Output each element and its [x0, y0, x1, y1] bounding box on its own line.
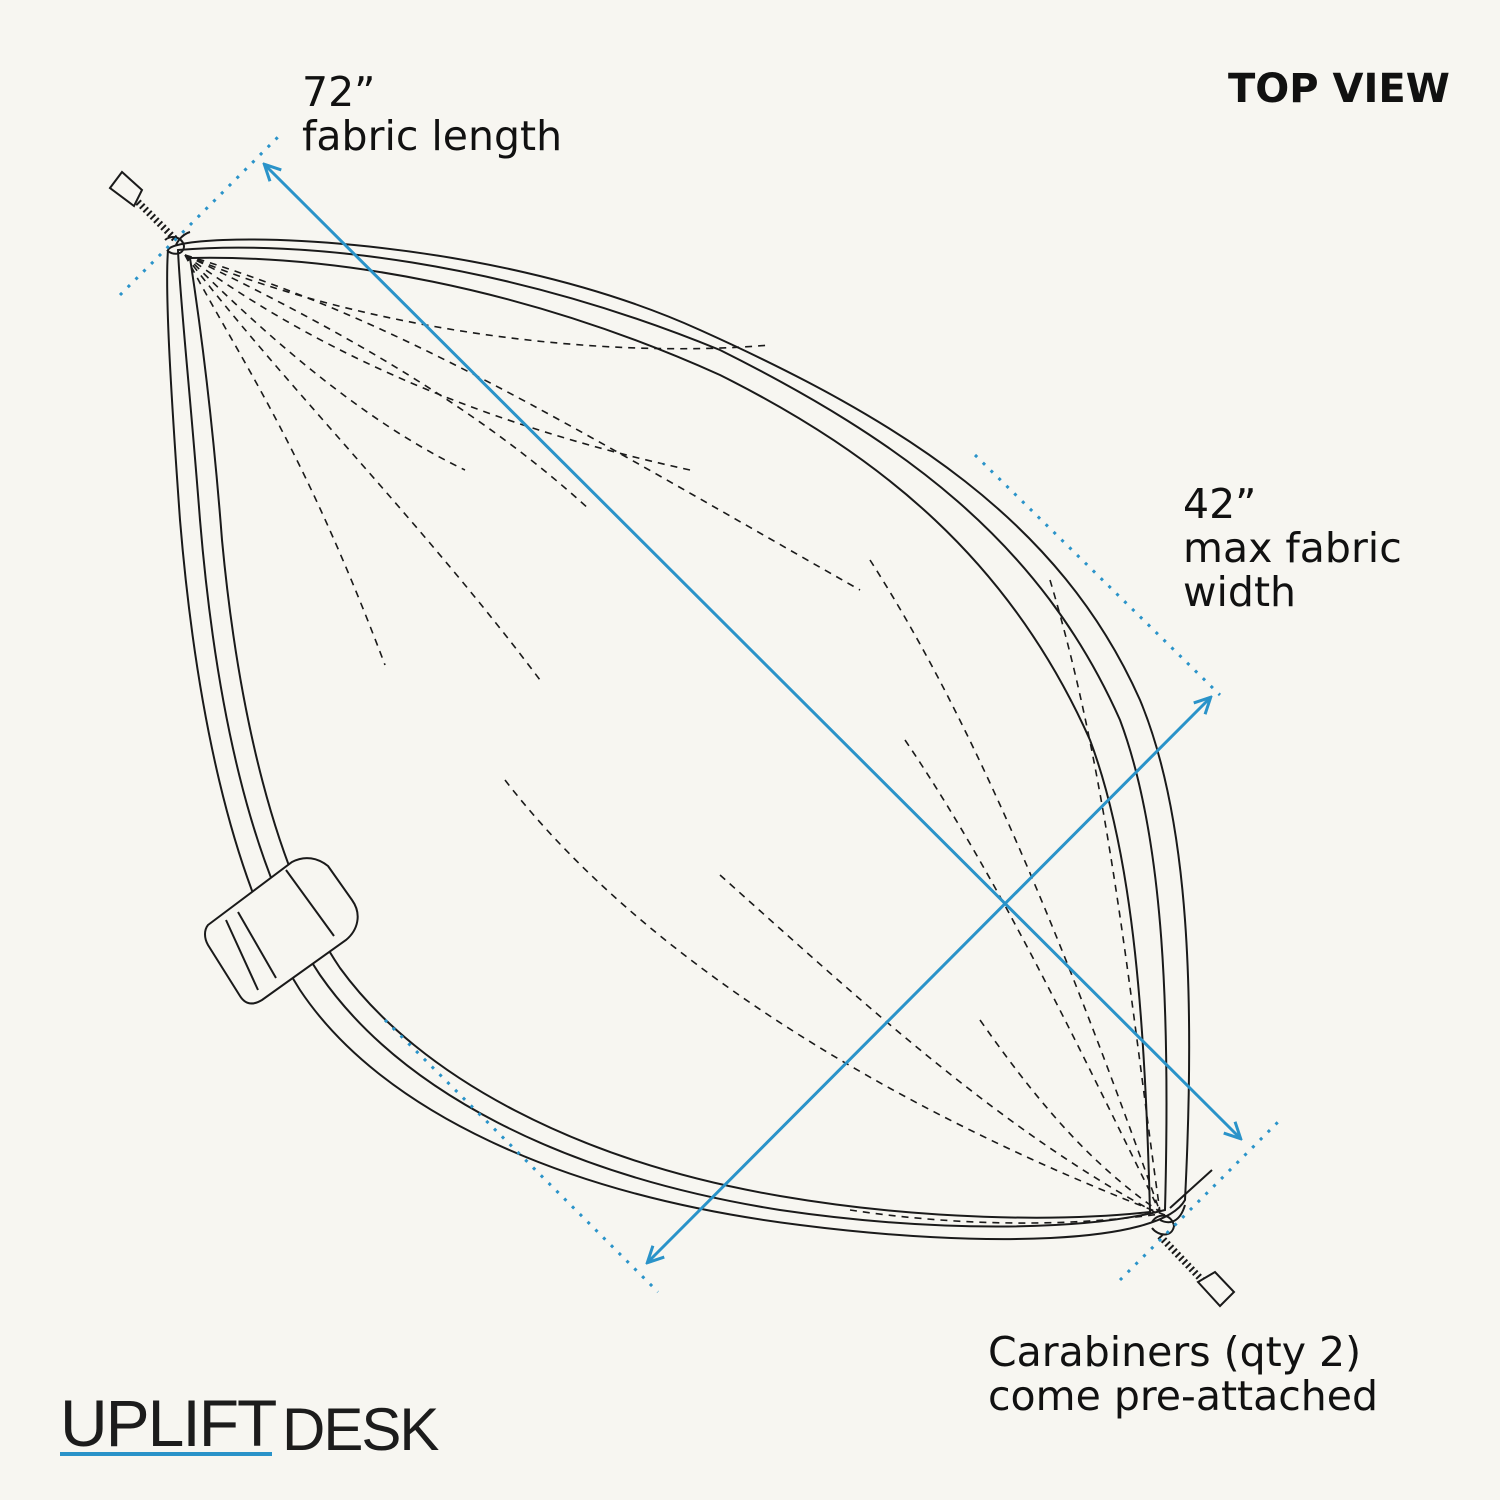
view-title: TOP VIEW: [1228, 66, 1450, 112]
carabiner-note: Carabiners (qty 2) come pre-attached: [988, 1330, 1378, 1418]
length-dimension-label: 72” fabric length: [302, 70, 562, 158]
width-value: 42”: [1183, 480, 1257, 528]
width-arrow: [648, 698, 1210, 1262]
hammock-fabric: [166, 231, 1191, 1241]
length-arrow: [265, 165, 1240, 1138]
width-caption-line2: width: [1183, 568, 1297, 616]
width-dimension-label: 42” max fabric width: [1183, 482, 1402, 614]
width-caption-line1: max fabric: [1183, 524, 1402, 572]
carabiner-note-line1: Carabiners (qty 2): [988, 1328, 1362, 1376]
stuff-sack-tag: [204, 857, 359, 1005]
logo-underline: [60, 1452, 272, 1456]
carabiner-note-line2: come pre-attached: [988, 1372, 1379, 1420]
dimension-arrows: [265, 165, 1240, 1262]
length-caption: fabric length: [302, 112, 563, 160]
carabiner-top-left: [108, 170, 186, 255]
fabric-seams: [184, 254, 1166, 1224]
length-value: 72”: [302, 68, 376, 116]
carabiner-bottom-right: [1151, 1169, 1236, 1308]
logo-word-uplift: UPLIFT: [60, 1386, 277, 1460]
logo-word-desk: DESK: [282, 1396, 439, 1463]
